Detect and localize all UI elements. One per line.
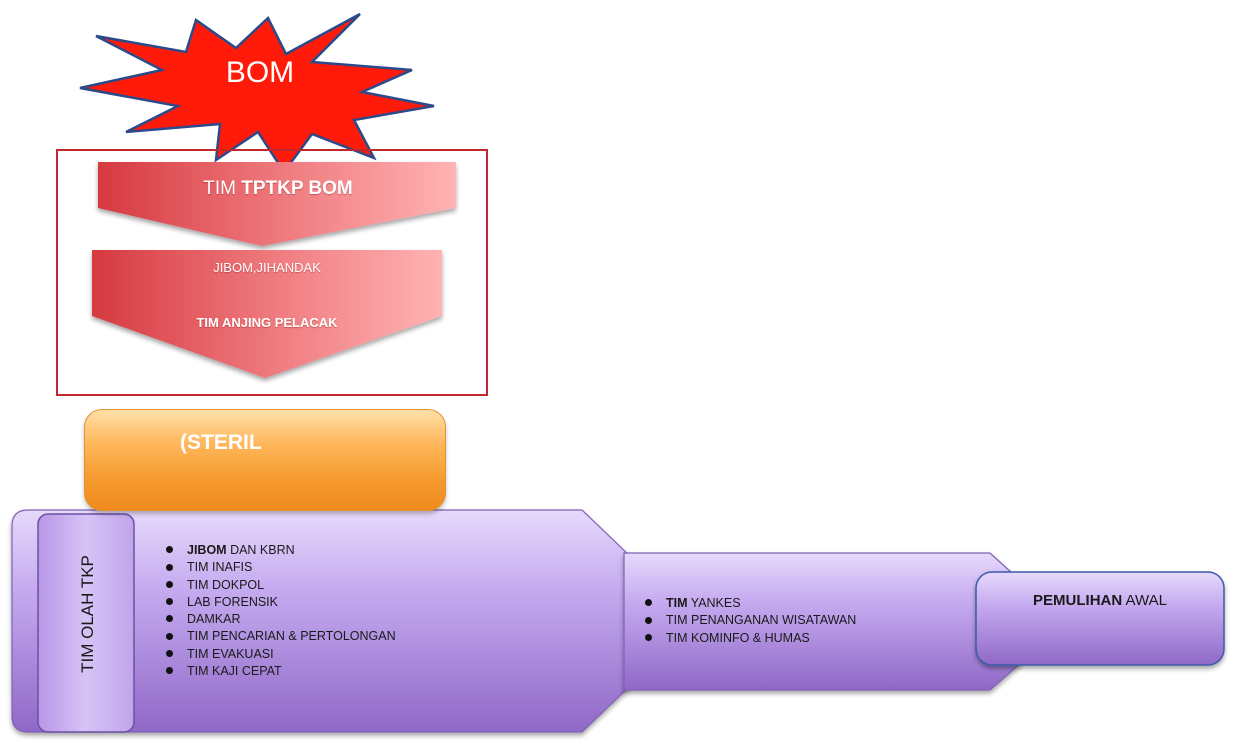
list-item: TIM PENCARIAN & PERTOLONGAN [166, 628, 396, 645]
bullet-icon [166, 667, 173, 675]
list-item: TIM PENANGANAN WISATAWAN [645, 612, 856, 629]
olah-tkp-label-wrap: TIM OLAH TKP [45, 526, 131, 702]
steril-box [84, 409, 446, 511]
olah-tkp-team-list: JIBOM DAN KBRN TIM INAFIS TIM DOKPOL LAB… [166, 542, 396, 680]
bullet-icon [166, 615, 173, 623]
list-item: TIM INAFIS [166, 559, 396, 576]
list-item: JIBOM DAN KBRN [166, 542, 396, 559]
list-item: TIM KOMINFO & HUMAS [645, 630, 856, 647]
bullet-icon [166, 546, 173, 554]
olah-tkp-tab [37, 513, 135, 733]
list-item: DAMKAR [166, 611, 396, 628]
chevron-jibom-line1: JIBOM,JIHANDAK [213, 260, 321, 275]
list-item: LAB FORENSIK [166, 594, 396, 611]
bullet-icon [166, 598, 173, 606]
bullet-icon [645, 599, 652, 607]
chevron-jibom-line2: TIM ANJING PELACAK [196, 315, 338, 330]
bullet-icon [166, 649, 173, 657]
list-item: TIM YANKES [645, 595, 856, 612]
list-item: TIM DOKPOL [166, 577, 396, 594]
chevron-tptkp-shape [98, 162, 456, 246]
steril-label: (STERIL [180, 431, 262, 454]
olah-tkp-label: TIM OLAH TKP [78, 555, 98, 673]
list-item: TIM EVAKUASI [166, 646, 396, 663]
yankes-team-list: TIM YANKES TIM PENANGANAN WISATAWAN TIM … [645, 595, 856, 647]
bullet-icon [166, 580, 173, 588]
burst-shape [79, 12, 435, 175]
bullet-icon [645, 633, 652, 641]
list-item: TIM KAJI CEPAT [166, 663, 396, 680]
bullet-icon [166, 563, 173, 571]
pemulihan-label: PEMULIHAN AWAL [1033, 592, 1167, 609]
chevron-jibom-shape [92, 250, 442, 378]
pemulihan-box-shape [975, 571, 1225, 666]
bullet-icon [166, 632, 173, 640]
burst-label: BOM [225, 56, 295, 89]
top-section-frame [56, 149, 488, 396]
chevron-tptkp-label: TIM TPTKP BOM [203, 178, 353, 199]
bullet-icon [645, 616, 652, 624]
